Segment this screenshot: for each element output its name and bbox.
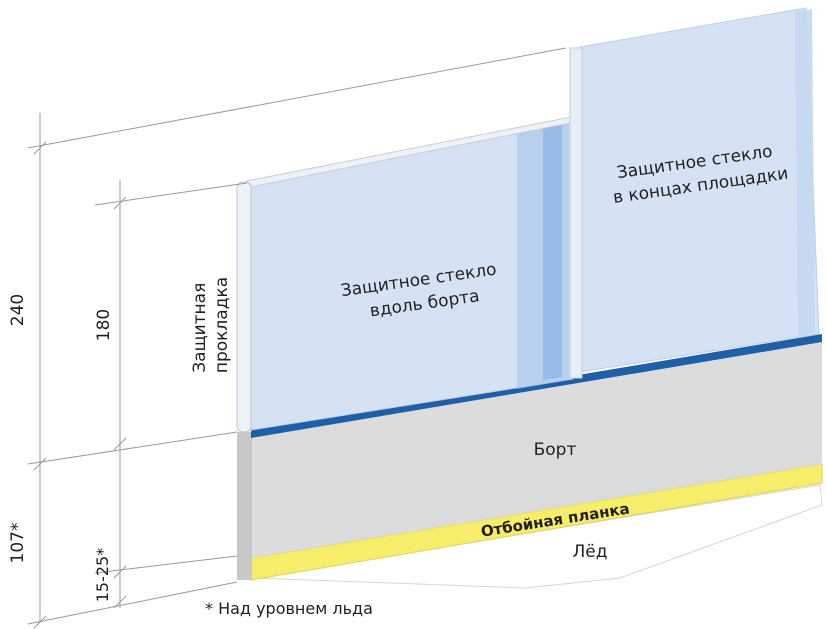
dimension-kickplate-label: 15-25* <box>93 548 112 603</box>
board-end-post <box>237 432 252 580</box>
board-panel <box>251 342 822 558</box>
ice-label: Лёд <box>573 542 608 562</box>
ice-surface <box>254 484 823 589</box>
dimension-107-label: 107* <box>8 523 28 564</box>
protective-padding-label-line2: прокладка <box>212 277 232 373</box>
dimension-240-label: 240 <box>8 294 28 326</box>
protective-padding-label-line1: Защитная <box>190 283 210 373</box>
dimension-lines <box>27 47 567 629</box>
dimension-180-label: 180 <box>94 309 114 341</box>
protective-padding <box>236 181 252 433</box>
glass-highlight <box>543 124 562 380</box>
board-top-rail <box>251 334 822 438</box>
protective-padding-label: Защитная прокладка <box>190 277 232 373</box>
board-label: Борт <box>534 440 577 460</box>
glass-support-post <box>569 47 583 379</box>
glass-highlight <box>795 9 815 337</box>
footnote: * Над уровнем льда <box>205 599 373 618</box>
